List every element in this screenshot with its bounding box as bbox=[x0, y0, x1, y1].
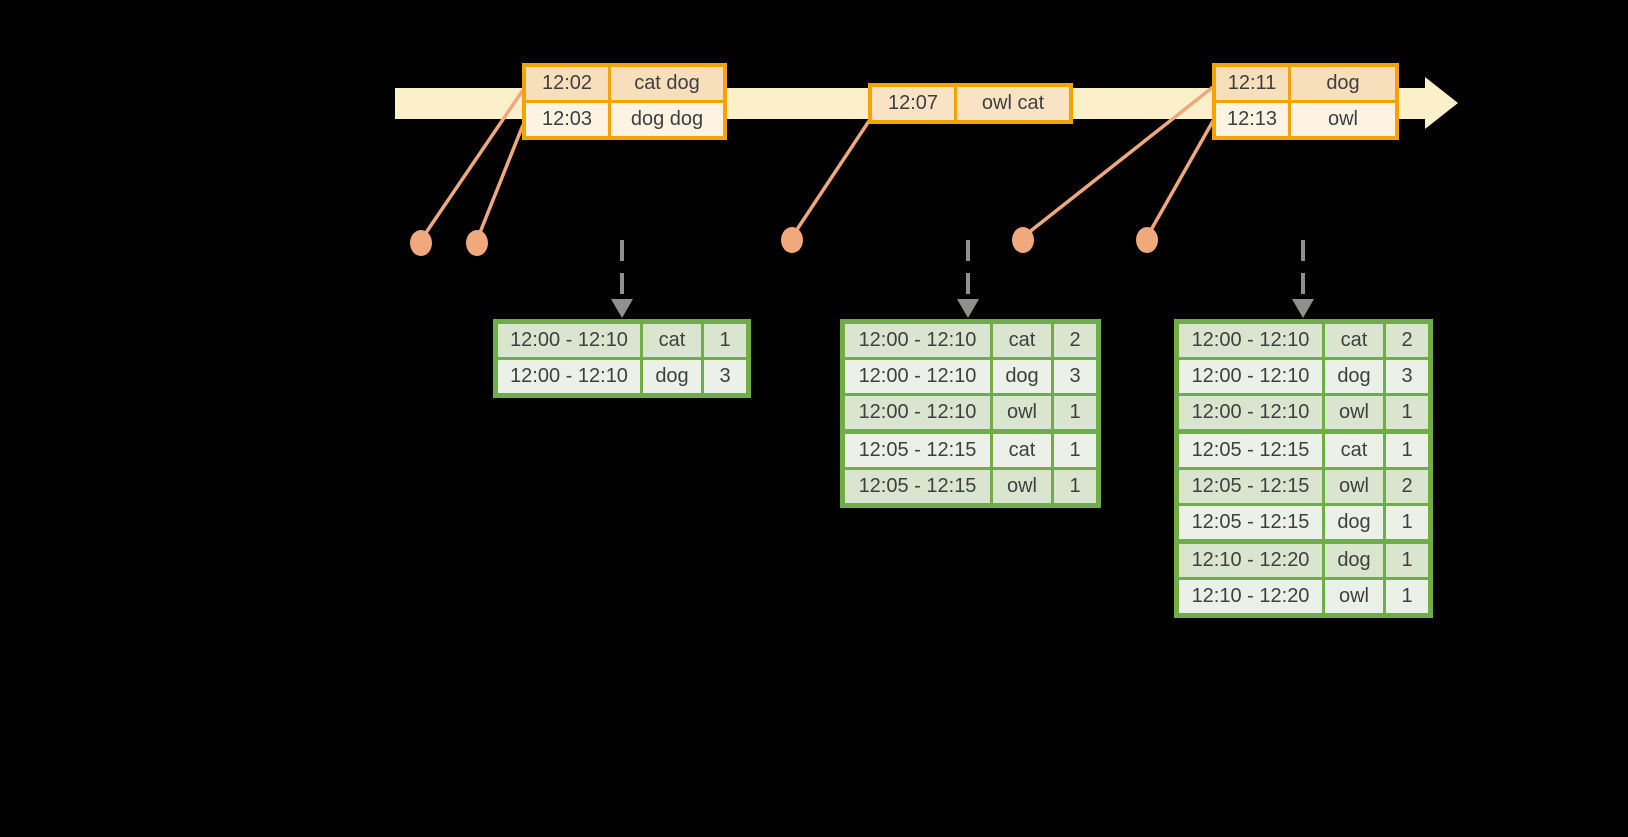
count-cell: 1 bbox=[1054, 470, 1096, 503]
word-cell: dog bbox=[993, 360, 1051, 393]
window-cell: 12:00 - 12:10 bbox=[845, 360, 990, 393]
window-cell: 12:10 - 12:20 bbox=[1179, 544, 1322, 577]
event-connector-lines bbox=[419, 85, 1215, 241]
result-row: 12:00 - 12:10 owl 1 bbox=[1179, 396, 1428, 429]
window-cell: 12:00 - 12:10 bbox=[1179, 360, 1322, 393]
window-cell: 12:10 - 12:20 bbox=[1179, 580, 1322, 613]
event-dot bbox=[410, 230, 432, 256]
word-cell: owl bbox=[1325, 580, 1383, 613]
event-connector-line bbox=[419, 89, 525, 241]
result-row: 12:00 - 12:10 owl 1 bbox=[845, 396, 1096, 429]
event-connector-line bbox=[1021, 85, 1215, 239]
event-words-cell: cat dog bbox=[611, 67, 723, 100]
window-cell: 12:05 - 12:15 bbox=[845, 470, 990, 503]
stream-arrow-head-icon bbox=[1425, 77, 1458, 129]
window-cell: 12:00 - 12:10 bbox=[845, 396, 990, 429]
trigger-arrow-head-icon bbox=[611, 299, 633, 318]
word-cell: dog bbox=[1325, 360, 1383, 393]
result-row: 12:00 - 12:10 dog 3 bbox=[1179, 360, 1428, 393]
count-cell: 1 bbox=[1386, 544, 1428, 577]
word-cell: cat bbox=[1325, 324, 1383, 357]
word-cell: owl bbox=[993, 470, 1051, 503]
result-row: 12:05 - 12:15 owl 1 bbox=[845, 470, 1096, 503]
word-cell: owl bbox=[993, 396, 1051, 429]
event-connector-line bbox=[475, 124, 525, 241]
window-cell: 12:05 - 12:15 bbox=[1179, 470, 1322, 503]
word-cell: dog bbox=[1325, 506, 1383, 539]
event-dot bbox=[781, 227, 803, 253]
trigger-arrow-head-icon bbox=[1292, 299, 1314, 318]
result-table-1: 12:00 - 12:10 cat 1 12:00 - 12:10 dog 3 bbox=[493, 319, 751, 398]
word-cell: dog bbox=[643, 360, 701, 393]
event-words-cell: dog bbox=[1291, 67, 1395, 100]
word-cell: owl bbox=[1325, 470, 1383, 503]
result-row: 12:10 - 12:20 dog 1 bbox=[1179, 544, 1428, 577]
word-cell: dog bbox=[1325, 544, 1383, 577]
count-cell: 1 bbox=[1054, 396, 1096, 429]
count-cell: 1 bbox=[1386, 396, 1428, 429]
count-cell: 2 bbox=[1054, 324, 1096, 357]
count-cell: 1 bbox=[1386, 434, 1428, 467]
event-time-cell: 12:03 bbox=[526, 103, 608, 136]
event-table-1: 12:02 cat dog 12:03 dog dog bbox=[522, 63, 727, 140]
result-row: 12:00 - 12:10 dog 3 bbox=[845, 360, 1096, 393]
word-cell: owl bbox=[1325, 396, 1383, 429]
window-cell: 12:05 - 12:15 bbox=[845, 434, 990, 467]
result-row: 12:00 - 12:10 dog 3 bbox=[498, 360, 746, 393]
result-row: 12:05 - 12:15 cat 1 bbox=[845, 434, 1096, 467]
window-cell: 12:05 - 12:15 bbox=[1179, 434, 1322, 467]
count-cell: 1 bbox=[1054, 434, 1096, 467]
window-cell: 12:00 - 12:10 bbox=[498, 324, 640, 357]
result-row: 12:05 - 12:15 owl 2 bbox=[1179, 470, 1428, 503]
event-words-cell: dog dog bbox=[611, 103, 723, 136]
count-cell: 2 bbox=[1386, 470, 1428, 503]
event-words-cell: owl cat bbox=[957, 87, 1069, 120]
word-cell: cat bbox=[1325, 434, 1383, 467]
word-cell: cat bbox=[993, 324, 1051, 357]
window-cell: 12:00 - 12:10 bbox=[845, 324, 990, 357]
count-cell: 3 bbox=[1054, 360, 1096, 393]
result-table-2: 12:00 - 12:10 cat 2 12:00 - 12:10 dog 3 … bbox=[840, 319, 1101, 508]
word-cell: cat bbox=[993, 434, 1051, 467]
count-cell: 1 bbox=[1386, 506, 1428, 539]
count-cell: 3 bbox=[1386, 360, 1428, 393]
result-table-3: 12:00 - 12:10 cat 2 12:00 - 12:10 dog 3 … bbox=[1174, 319, 1433, 618]
result-row: 12:05 - 12:15 cat 1 bbox=[1179, 434, 1428, 467]
result-row: 12:00 - 12:10 cat 2 bbox=[845, 324, 1096, 357]
event-time-cell: 12:02 bbox=[526, 67, 608, 100]
event-connector-line bbox=[790, 120, 871, 238]
word-cell: cat bbox=[643, 324, 701, 357]
result-row: 12:00 - 12:10 cat 2 bbox=[1179, 324, 1428, 357]
event-time-cell: 12:13 bbox=[1216, 103, 1288, 136]
trigger-arrow-head-icon bbox=[957, 299, 979, 318]
event-time-cell: 12:07 bbox=[872, 87, 954, 120]
window-cell: 12:05 - 12:15 bbox=[1179, 506, 1322, 539]
event-dot bbox=[466, 230, 488, 256]
event-time-cell: 12:11 bbox=[1216, 67, 1288, 100]
event-words-cell: owl bbox=[1291, 103, 1395, 136]
window-cell: 12:00 - 12:10 bbox=[1179, 396, 1322, 429]
result-row: 12:10 - 12:20 owl 1 bbox=[1179, 580, 1428, 613]
result-row: 12:05 - 12:15 dog 1 bbox=[1179, 506, 1428, 539]
event-dot bbox=[1012, 227, 1034, 253]
window-cell: 12:00 - 12:10 bbox=[1179, 324, 1322, 357]
event-table-2: 12:07 owl cat bbox=[868, 83, 1073, 124]
count-cell: 1 bbox=[704, 324, 746, 357]
event-dots bbox=[410, 227, 1158, 256]
count-cell: 1 bbox=[1386, 580, 1428, 613]
count-cell: 3 bbox=[704, 360, 746, 393]
trigger-arrows bbox=[611, 240, 1314, 318]
event-connector-line bbox=[1145, 120, 1215, 238]
window-cell: 12:00 - 12:10 bbox=[498, 360, 640, 393]
event-dot bbox=[1136, 227, 1158, 253]
count-cell: 2 bbox=[1386, 324, 1428, 357]
event-table-3: 12:11 dog 12:13 owl bbox=[1212, 63, 1399, 140]
result-row: 12:00 - 12:10 cat 1 bbox=[498, 324, 746, 357]
